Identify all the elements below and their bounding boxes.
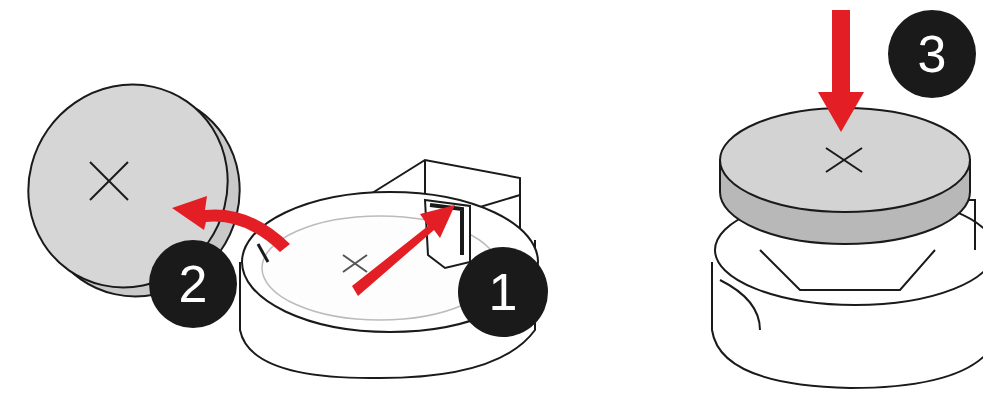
callout-number: 1: [489, 266, 518, 318]
callout-number: 2: [179, 258, 208, 310]
callout-circle: 1: [458, 247, 548, 337]
callout-number: 3: [918, 28, 947, 80]
arrow-1: [352, 205, 455, 296]
callout-circle: 2: [149, 240, 237, 328]
battery-holder: [240, 160, 538, 378]
callout-circle: 3: [888, 10, 976, 98]
coin-battery: [720, 108, 970, 244]
arrow-3: [818, 10, 864, 132]
coin-mark: [343, 255, 367, 272]
coin-battery: [0, 45, 279, 335]
